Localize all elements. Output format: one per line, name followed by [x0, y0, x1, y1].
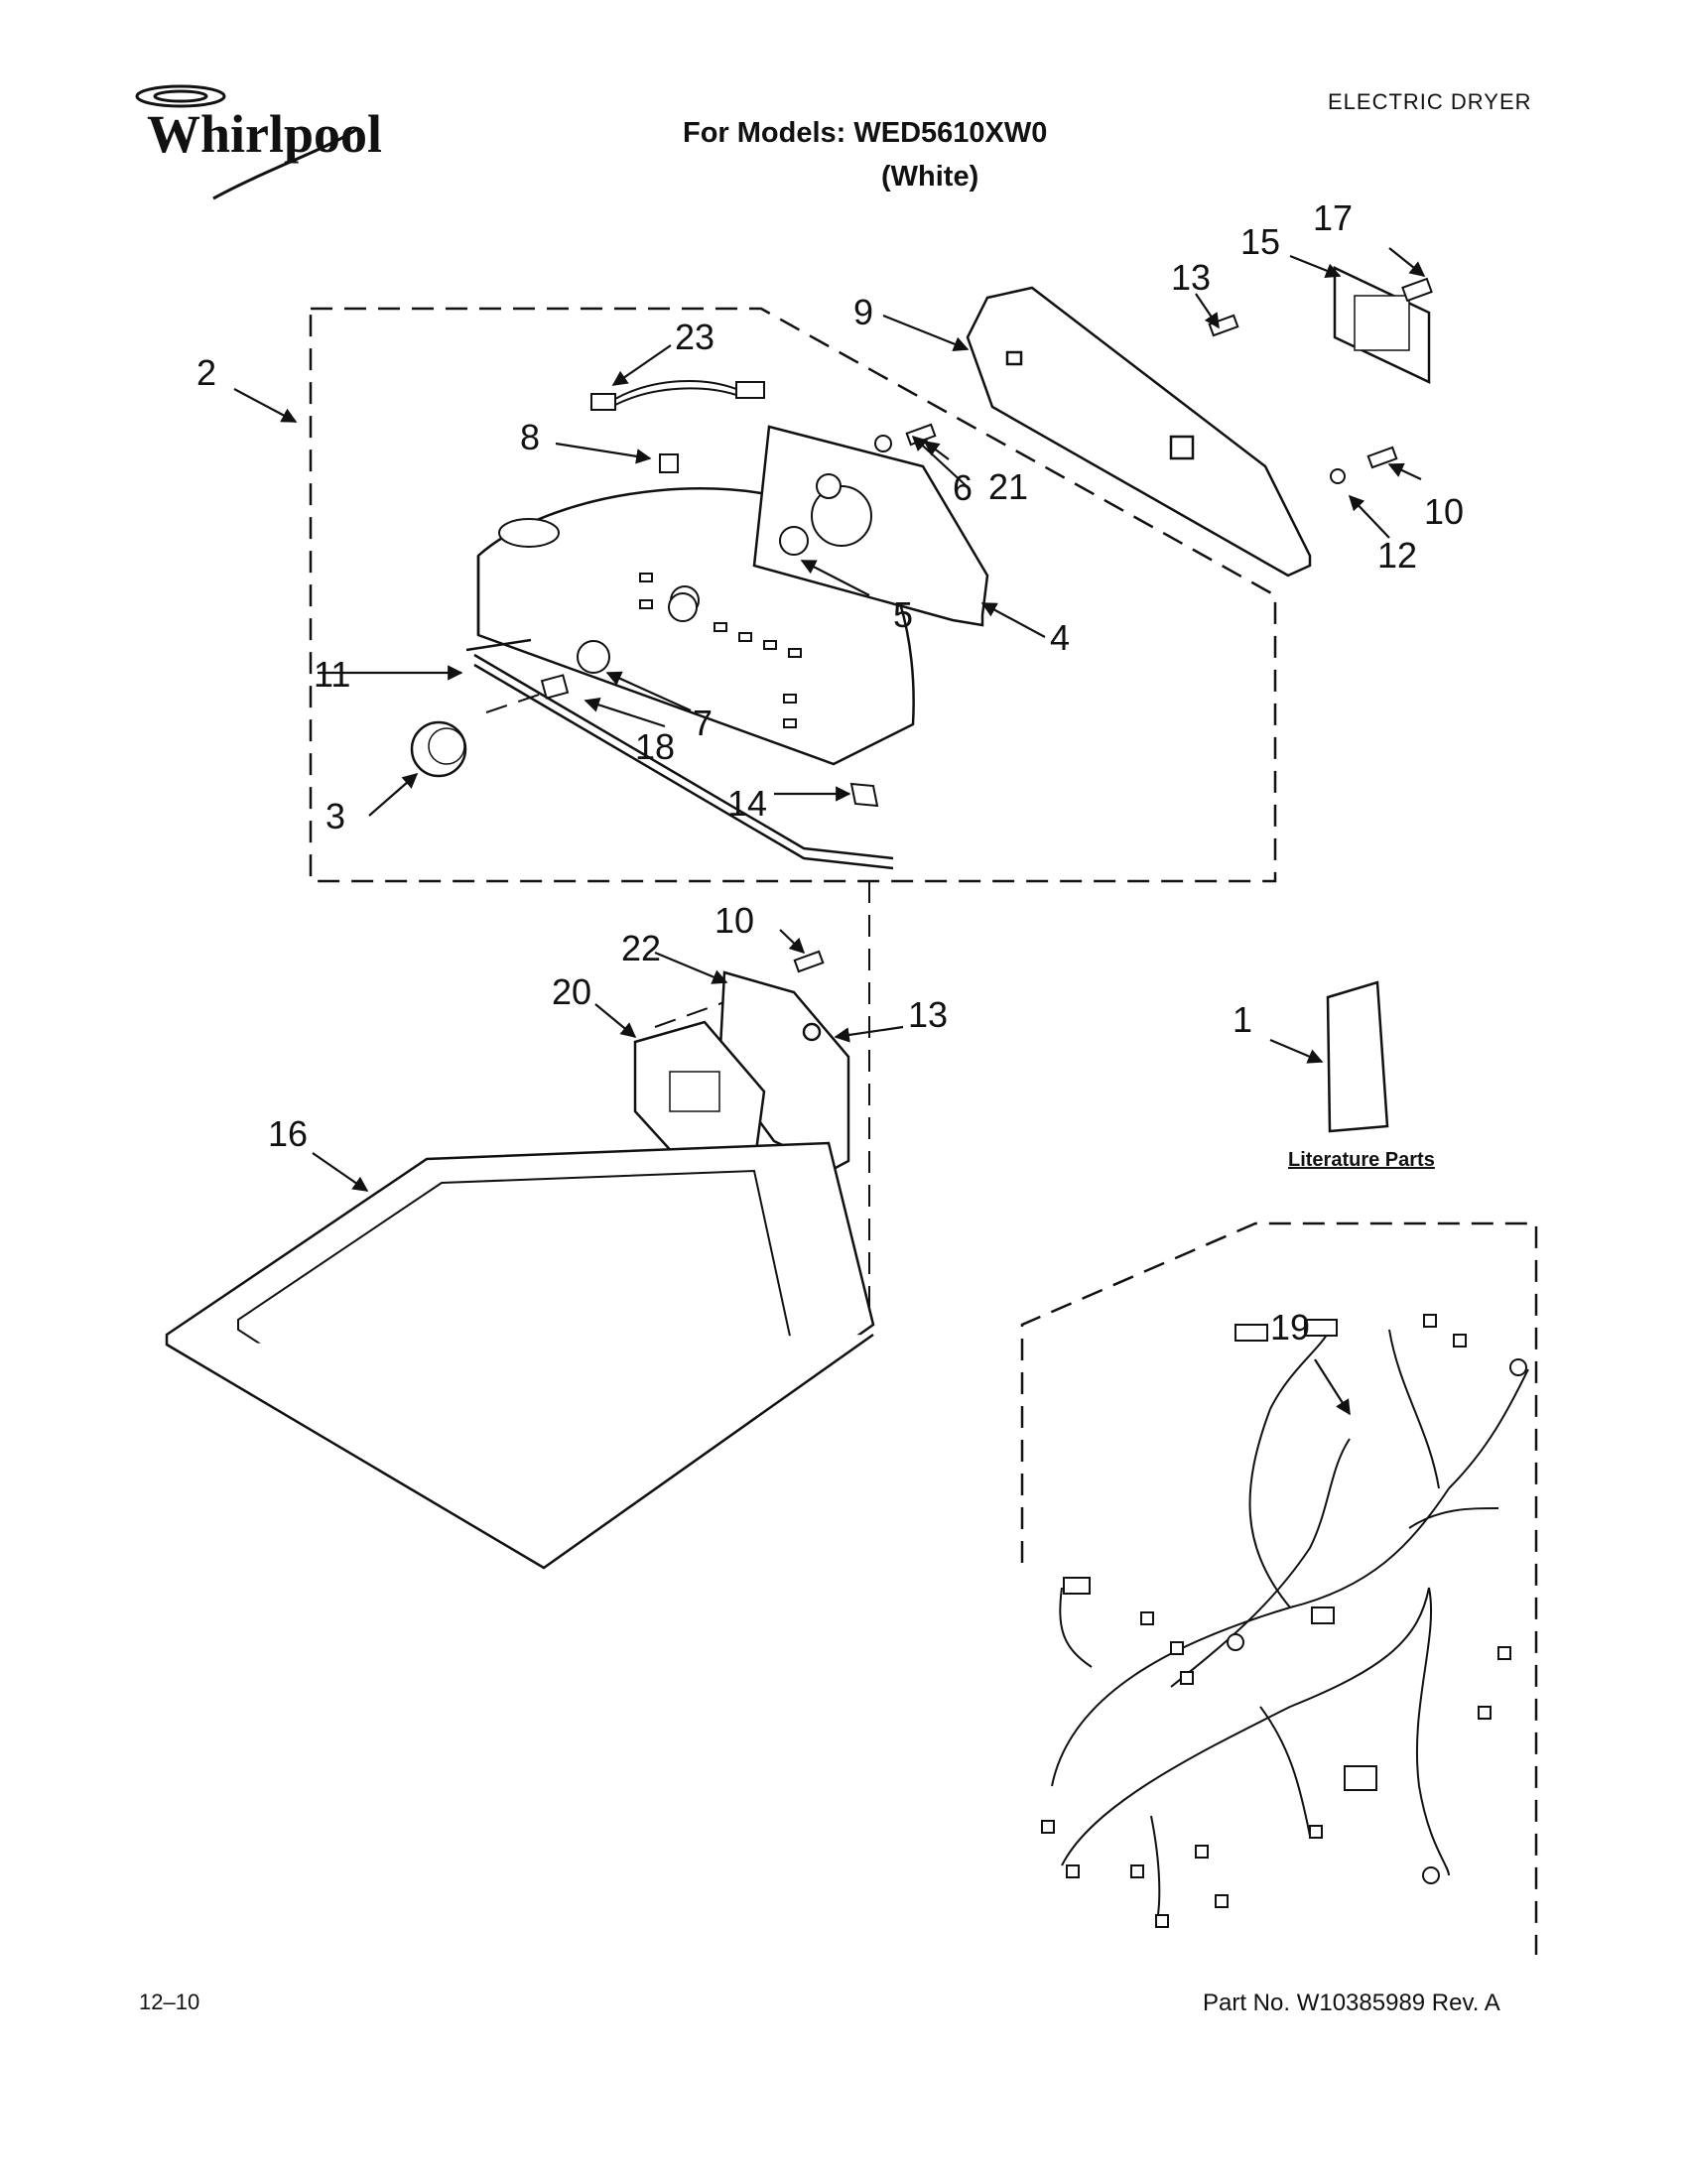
bracket-part: [1333, 266, 1431, 384]
callout-14: 14: [727, 783, 767, 824]
callout-23: 23: [675, 317, 714, 357]
whirlpool-logo-swoosh: [135, 84, 358, 200]
rear-panel-part: [966, 286, 1312, 578]
callout-10b: 10: [714, 900, 754, 941]
models-line: For Models: WED5610XW0: [683, 117, 1048, 149]
callout-17: 17: [1313, 197, 1353, 238]
electronic-module-part: [633, 1020, 766, 1168]
harness-group-outline: [1020, 1221, 1538, 1955]
leader-arrows: [233, 247, 1426, 1416]
wire-harness-small: [590, 379, 765, 411]
brand-logo-text: Whirlpool: [147, 104, 383, 164]
callout-8: 8: [520, 417, 540, 457]
light-pipe-part: [465, 638, 894, 870]
callout-13a: 13: [1171, 257, 1211, 298]
main-wire-harness-part: [1041, 1314, 1529, 1928]
callout-20: 20: [552, 971, 591, 1012]
appliance-category: ELECTRIC DRYER: [1328, 89, 1532, 114]
callout-numbers: 1 2 3 4 5 6 7 8 9 10 10 11 12 13 13 14 1…: [196, 197, 1464, 1348]
callout-16: 16: [268, 1113, 308, 1154]
literature-parts-label: Literature Parts: [1288, 1149, 1435, 1171]
callout-5: 5: [893, 594, 913, 635]
knob-part: [410, 720, 467, 778]
part-number: Part No. W10385989 Rev. A: [1203, 1990, 1500, 2016]
callout-19: 19: [1270, 1307, 1310, 1348]
literature-book-part: [1326, 980, 1389, 1133]
revision-date: 12–10: [139, 1990, 200, 2014]
top-panel-part: [165, 1141, 875, 1570]
callout-2: 2: [196, 352, 216, 393]
callout-4: 4: [1050, 617, 1070, 658]
callout-21: 21: [988, 466, 1028, 507]
clip-part-8: [659, 453, 679, 473]
callout-13b: 13: [908, 994, 948, 1035]
callout-12: 12: [1377, 535, 1417, 576]
callout-9: 9: [853, 292, 873, 332]
clip-part: [849, 782, 879, 808]
console-group-outline: [309, 307, 1277, 883]
color-line: (White): [881, 161, 979, 193]
knob-bezel-part: [540, 592, 698, 700]
callout-15: 15: [1240, 221, 1280, 262]
control-board-part: [752, 425, 989, 627]
callout-6: 6: [953, 467, 973, 508]
lens-part: [779, 526, 809, 556]
callout-11: 11: [314, 654, 350, 695]
callout-1: 1: [1233, 999, 1252, 1040]
callout-10a: 10: [1424, 491, 1464, 532]
callout-3: 3: [325, 796, 345, 836]
callout-7: 7: [693, 703, 713, 743]
callout-18: 18: [635, 726, 675, 767]
callout-22: 22: [621, 928, 661, 968]
